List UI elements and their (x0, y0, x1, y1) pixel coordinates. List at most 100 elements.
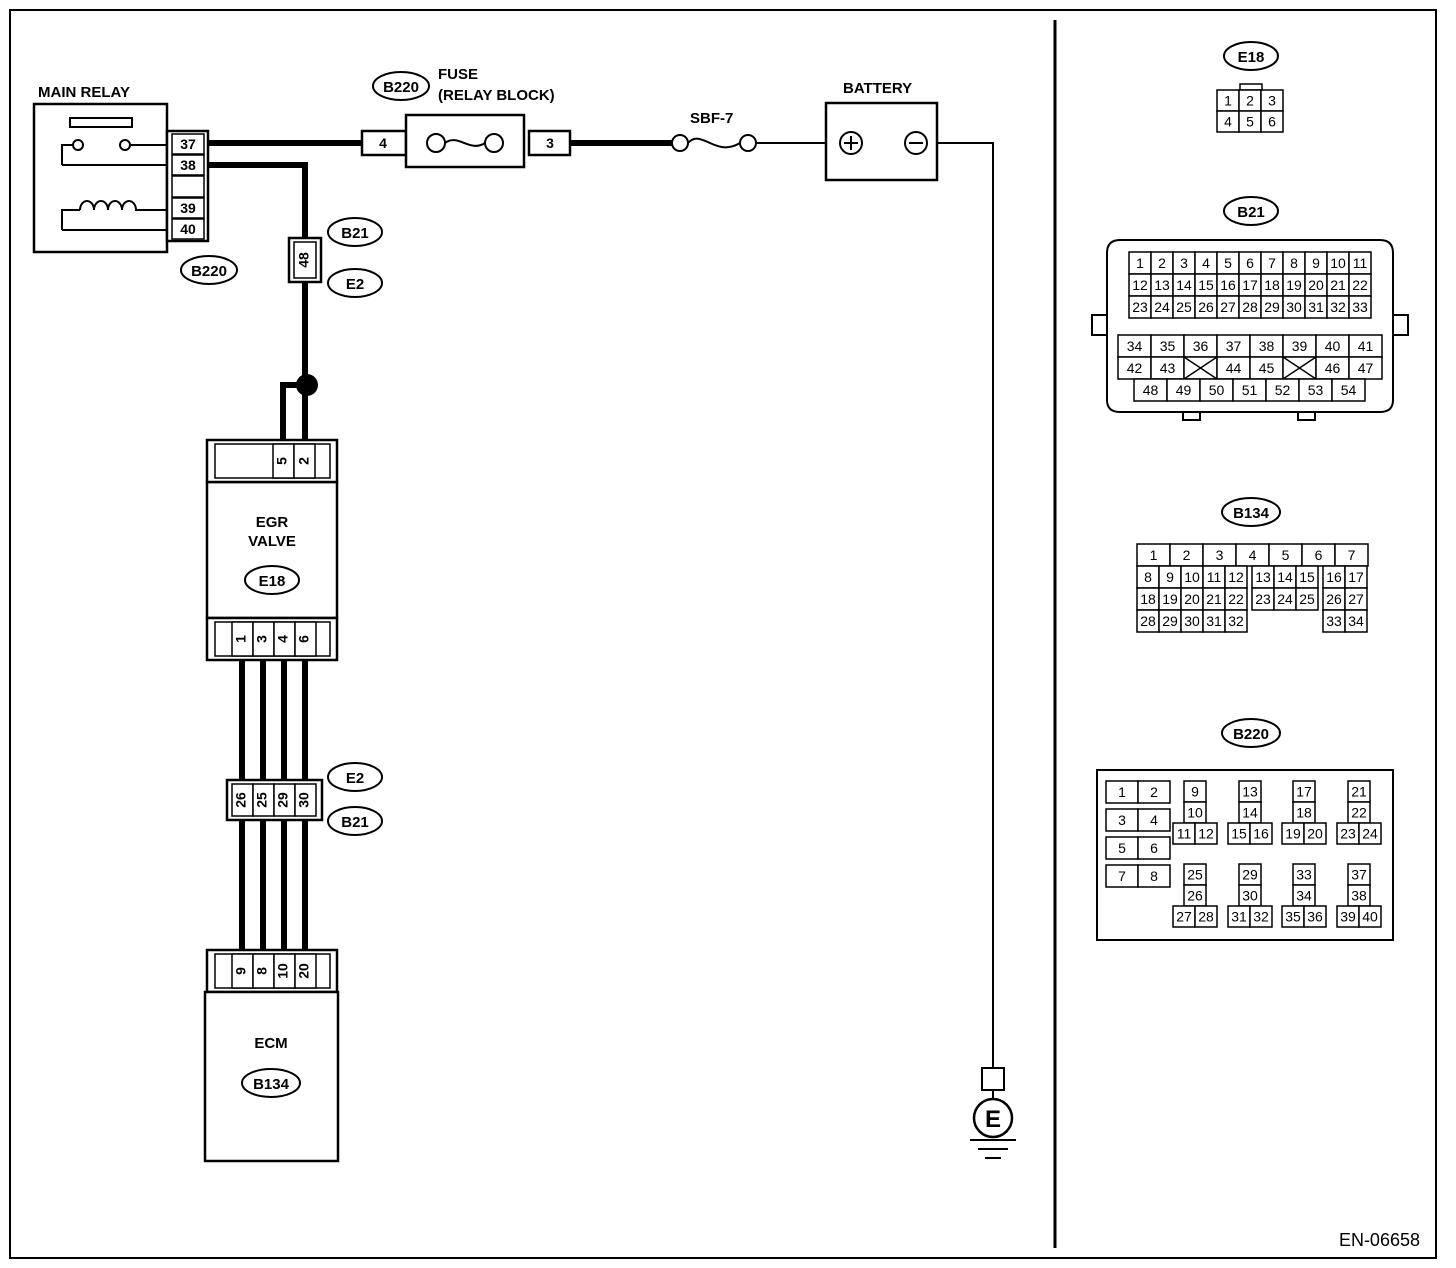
pin-number: 28 (1242, 299, 1258, 315)
ecm-pin-20: 20 (296, 963, 312, 979)
pin-number: 42 (1127, 360, 1143, 376)
pin-number: 3 (1118, 812, 1126, 828)
egr-connector-tag: E18 (259, 573, 286, 590)
pin-number: 24 (1362, 826, 1378, 842)
pin-number: 19 (1285, 826, 1301, 842)
fuse-sublabel: (RELAY BLOCK) (438, 87, 555, 104)
pin-number: 32 (1330, 299, 1346, 315)
pin-number: 25 (1299, 591, 1315, 607)
pin-number: 37 (1351, 867, 1367, 883)
pin-number: 29 (1242, 867, 1258, 883)
joint-bottom-pin-29: 29 (275, 792, 291, 808)
egr-name-line2: VALVE (248, 533, 296, 550)
pin-number: 13 (1242, 784, 1258, 800)
wire-joint-ecm (239, 820, 308, 952)
pin-number: 39 (1340, 909, 1356, 925)
pin-number: 1 (1118, 784, 1126, 800)
pin-number: 8 (1144, 569, 1152, 585)
pin-number: 18 (1264, 277, 1280, 293)
view-b220-title: B220 (1233, 726, 1269, 743)
pin-number: 1 (1150, 547, 1158, 563)
pin-number: 11 (1207, 569, 1222, 585)
pin-number: 52 (1275, 382, 1291, 398)
joint-bottom-pin-25: 25 (254, 792, 270, 808)
pin-number: 11 (1353, 255, 1368, 271)
ecm-pin-9: 9 (233, 967, 249, 975)
fuse-element-icon (444, 139, 486, 147)
pin-cell (1358, 822, 1382, 845)
pin-number: 36 (1193, 338, 1209, 354)
pin-number: 35 (1160, 338, 1176, 354)
pin-number: 50 (1209, 382, 1225, 398)
pin-number: 27 (1176, 909, 1192, 925)
pin-number: 43 (1160, 360, 1176, 376)
pin-number: 21 (1351, 784, 1367, 800)
pin-number: 34 (1296, 888, 1312, 904)
pin-number: 31 (1206, 613, 1222, 629)
wire-egr-joint (239, 660, 308, 780)
pin-cell (1344, 609, 1368, 633)
pin-number: 14 (1176, 277, 1192, 293)
joint-bottom-tag-b21: B21 (341, 814, 369, 831)
pin-number: 34 (1127, 338, 1143, 354)
pin-cell (1358, 905, 1382, 928)
pin-number: 39 (1292, 338, 1308, 354)
pin-cell (1249, 822, 1273, 845)
joint-bottom-pin-26: 26 (233, 792, 249, 808)
battery: BATTERY (824, 80, 939, 182)
egr-valve: 5 2 EGR VALVE E18 1 3 4 6 (205, 438, 339, 662)
pin-number: 8 (1150, 868, 1158, 884)
pin-number: 19 (1286, 277, 1302, 293)
main-relay: MAIN RELAY 37 38 39 40 B220 (32, 84, 238, 285)
ecm-name: ECM (254, 1035, 287, 1052)
pin-number: 25 (1176, 299, 1192, 315)
pin-number: 30 (1242, 888, 1258, 904)
pin-number: 26 (1187, 888, 1203, 904)
wires (208, 140, 994, 1068)
pin-number: 24 (1277, 591, 1293, 607)
pin-number: 38 (1259, 338, 1275, 354)
pin-number: 33 (1296, 867, 1312, 883)
pin-cell (1348, 295, 1372, 319)
pin-number: 3 (1268, 93, 1276, 109)
joint-bottom-tag-e2: E2 (346, 770, 364, 787)
ecm-pin-10: 10 (275, 963, 291, 979)
pin-number: 30 (1286, 299, 1302, 315)
pin-number: 23 (1340, 826, 1356, 842)
pin-number: 22 (1228, 591, 1244, 607)
pin-number: 5 (1224, 255, 1232, 271)
pin-number: 4 (1249, 547, 1257, 563)
pin-number: 47 (1358, 360, 1374, 376)
pin-number: 4 (1224, 114, 1232, 130)
pin-cell (1260, 110, 1284, 133)
pin-number: 14 (1242, 805, 1258, 821)
pin-number: 2 (1183, 547, 1191, 563)
pin-number: 32 (1253, 909, 1269, 925)
egr-top-pin-5: 5 (274, 457, 290, 465)
egr-bottom-pin-4: 4 (275, 635, 291, 643)
pin-cell (1224, 609, 1248, 633)
sbf-fuse: SBF-7 (671, 110, 757, 152)
sbf-element-icon (687, 137, 741, 149)
pin-number: 36 (1307, 909, 1323, 925)
pin-number: 23 (1255, 591, 1271, 607)
pin-number: 5 (1118, 840, 1126, 856)
relay-terminal-38: 38 (180, 157, 196, 173)
pin-number: 26 (1326, 591, 1342, 607)
wire-relay38 (208, 162, 308, 238)
fuse-label: FUSE (438, 66, 478, 83)
wire-battery-ground (937, 142, 994, 1068)
fuse-body (404, 113, 526, 169)
ground-icon (972, 1097, 1014, 1139)
pin-cell (1194, 822, 1218, 845)
relay-terminal-40: 40 (180, 221, 196, 237)
relay-terminal-39: 39 (180, 200, 196, 216)
sbf-label: SBF-7 (690, 110, 733, 127)
egr-bottom-pin-3: 3 (254, 635, 270, 643)
pin-number: 12 (1228, 569, 1244, 585)
pin-number: 33 (1326, 613, 1342, 629)
ecm-connector-tag: B134 (253, 1076, 290, 1093)
